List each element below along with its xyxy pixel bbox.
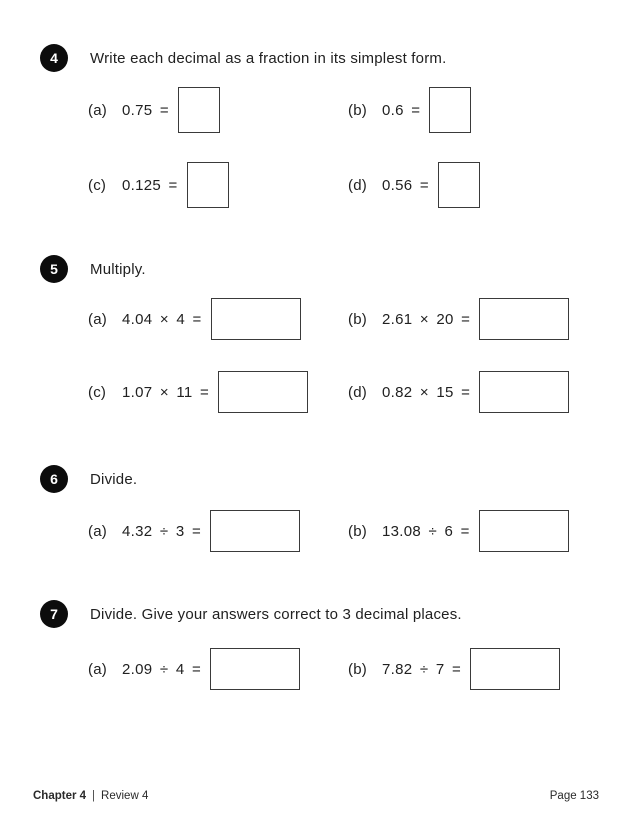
question-4-header: 4 Write each decimal as a fraction in it… <box>40 44 446 72</box>
answer-box[interactable] <box>478 510 569 552</box>
part-problem: 0.82 × 15 = <box>382 383 471 401</box>
part-problem: 0.75 = <box>122 101 169 119</box>
answer-box[interactable] <box>479 371 570 413</box>
part-label: (d) <box>348 383 367 401</box>
part-label: (a) <box>88 101 107 119</box>
part-problem: 0.56 = <box>382 176 429 194</box>
part-problem: 1.07 × 11 = <box>122 383 210 401</box>
q4-part-a: (a) 0.75 = <box>88 87 220 133</box>
part-problem: 2.61 × 20 = <box>382 310 471 328</box>
q5-part-c: (c) 1.07 × 11 = <box>88 371 309 413</box>
part-label: (c) <box>88 176 107 194</box>
answer-box[interactable] <box>470 648 561 690</box>
footer-section: Review 4 <box>101 790 149 802</box>
part-label: (b) <box>348 522 367 540</box>
question-5-header: 5 Multiply. <box>40 255 146 283</box>
footer-page-number: Page 133 <box>549 790 599 802</box>
answer-box[interactable] <box>429 87 472 133</box>
part-label: (a) <box>88 310 107 328</box>
question-5-number-badge: 5 <box>40 255 68 283</box>
footer-chapter-info: Chapter 4 | Review 4 <box>33 790 148 802</box>
footer-divider: | <box>92 790 96 802</box>
question-7-prompt: Divide. Give your answers correct to 3 d… <box>90 605 462 623</box>
answer-box[interactable] <box>218 371 309 413</box>
part-label: (b) <box>348 660 367 678</box>
part-problem: 0.125 = <box>122 176 178 194</box>
part-label: (a) <box>88 660 107 678</box>
q6-part-a: (a) 4.32 ÷ 3 = <box>88 510 301 552</box>
part-label: (d) <box>348 176 367 194</box>
answer-box[interactable] <box>186 162 229 208</box>
part-problem: 0.6 = <box>382 101 421 119</box>
q4-part-b: (b) 0.6 = <box>348 87 472 133</box>
answer-box[interactable] <box>479 298 570 340</box>
answer-box[interactable] <box>210 648 301 690</box>
part-label: (b) <box>348 310 367 328</box>
answer-box[interactable] <box>210 298 301 340</box>
q5-part-d: (d) 0.82 × 15 = <box>348 371 570 413</box>
question-7-number-badge: 7 <box>40 600 68 628</box>
answer-box[interactable] <box>437 162 480 208</box>
page-footer: Chapter 4 | Review 4 Page 133 <box>33 790 599 802</box>
question-5-prompt: Multiply. <box>90 260 146 278</box>
part-label: (a) <box>88 522 107 540</box>
answer-box[interactable] <box>177 87 220 133</box>
question-6-number-badge: 6 <box>40 465 68 493</box>
q7-part-a: (a) 2.09 ÷ 4 = <box>88 648 301 690</box>
q6-part-b: (b) 13.08 ÷ 6 = <box>348 510 569 552</box>
question-6-header: 6 Divide. <box>40 465 137 493</box>
part-problem: 7.82 ÷ 7 = <box>382 660 462 678</box>
q4-part-d: (d) 0.56 = <box>348 162 480 208</box>
q5-part-b: (b) 2.61 × 20 = <box>348 298 570 340</box>
question-4-prompt: Write each decimal as a fraction in its … <box>90 49 447 67</box>
part-label: (c) <box>88 383 107 401</box>
part-problem: 2.09 ÷ 4 = <box>122 660 202 678</box>
answer-box[interactable] <box>210 510 301 552</box>
part-problem: 4.04 × 4 = <box>122 310 202 328</box>
q5-part-a: (a) 4.04 × 4 = <box>88 298 301 340</box>
q7-part-b: (b) 7.82 ÷ 7 = <box>348 648 561 690</box>
question-4-number-badge: 4 <box>40 44 68 72</box>
footer-chapter: Chapter 4 <box>33 790 87 802</box>
part-problem: 13.08 ÷ 6 = <box>382 522 470 540</box>
question-6-prompt: Divide. <box>90 470 138 488</box>
part-label: (b) <box>348 101 367 119</box>
question-7-header: 7 Divide. Give your answers correct to 3… <box>40 600 462 628</box>
part-problem: 4.32 ÷ 3 = <box>122 522 202 540</box>
q4-part-c: (c) 0.125 = <box>88 162 229 208</box>
